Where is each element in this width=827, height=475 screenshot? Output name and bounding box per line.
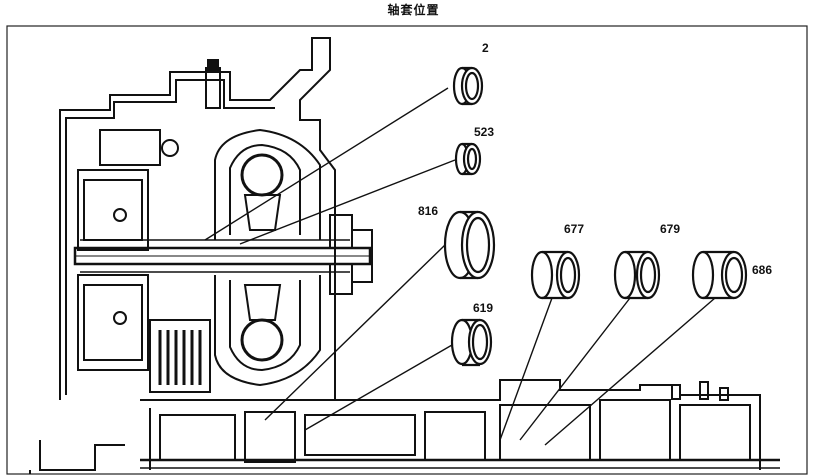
leader-line-2: [204, 87, 449, 241]
leader-lines: [204, 87, 716, 446]
part-label-523: 523: [474, 125, 494, 139]
bushing-619: [450, 318, 493, 367]
diagram-title: 轴套位置: [387, 3, 440, 17]
leader-line-686: [544, 297, 716, 446]
part-label-2: 2: [482, 41, 489, 55]
transmission-cross-section-icon: [29, 37, 780, 474]
part-label-816: 816: [418, 204, 438, 218]
bushing-679: [613, 250, 661, 300]
leader-line-816: [264, 244, 446, 421]
leader-line-619: [304, 344, 453, 431]
bushing-523: [454, 142, 482, 176]
bushing-677: [530, 250, 581, 300]
part-label-679: 679: [660, 222, 680, 236]
part-label-677: 677: [564, 222, 584, 236]
diagram-frame: [6, 25, 808, 475]
leader-line-679: [519, 297, 631, 441]
bushing-686: [691, 250, 748, 300]
bushing-816: [443, 210, 496, 280]
bushing-2: [452, 66, 484, 106]
part-label-619: 619: [473, 301, 493, 315]
part-label-686: 686: [752, 263, 772, 277]
leader-line-677: [499, 297, 553, 441]
leader-line-523: [239, 159, 456, 245]
